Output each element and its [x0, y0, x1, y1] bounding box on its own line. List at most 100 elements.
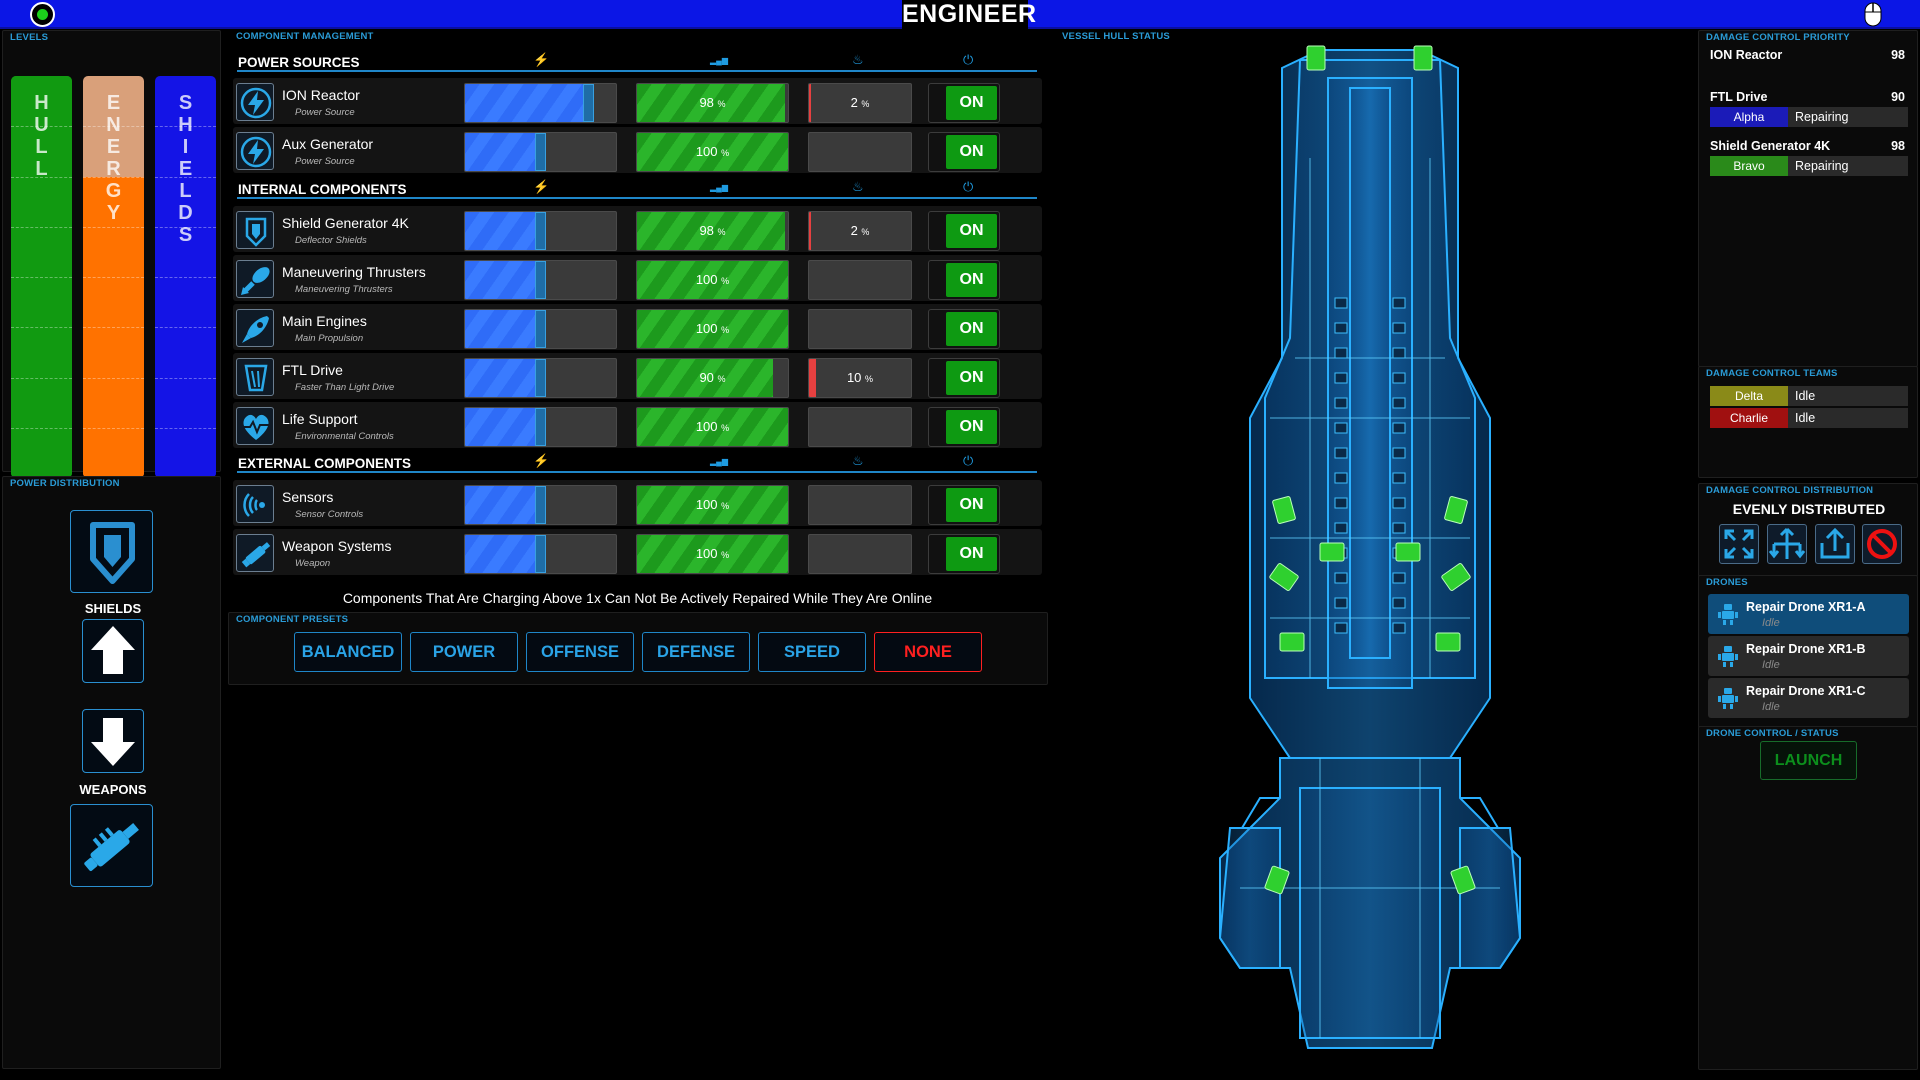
power-slider-fill [465, 535, 541, 573]
power-slider-handle[interactable] [534, 133, 546, 171]
weapons-priority-button[interactable] [70, 804, 153, 887]
power-slider-handle[interactable] [534, 486, 546, 524]
preset-button-none[interactable]: NONE [874, 632, 982, 672]
power-toggle-button[interactable]: ON [928, 358, 1000, 398]
shields-priority-button[interactable] [70, 510, 153, 593]
power-toggle-button[interactable]: ON [928, 260, 1000, 300]
health-unit: % [721, 550, 730, 560]
health-bar-fill [637, 486, 788, 524]
distribute-expand-button[interactable] [1719, 524, 1759, 564]
health-bar-fill [637, 212, 785, 250]
mouse-icon[interactable] [1862, 1, 1884, 28]
power-toggle-label: ON [946, 537, 997, 571]
power-toggle-button[interactable]: ON [928, 534, 1000, 574]
power-toggle-button[interactable]: ON [928, 132, 1000, 172]
level-tick [83, 377, 144, 379]
power-toggle-button[interactable]: ON [928, 309, 1000, 349]
drone-status: Idle [1762, 617, 1780, 629]
fire-icon: ♨ [852, 179, 864, 194]
power-toggle-button[interactable]: ON [928, 485, 1000, 525]
damage-bar [808, 309, 912, 349]
status-led-icon [30, 2, 55, 27]
power-slider[interactable] [464, 83, 617, 123]
power-slider[interactable] [464, 485, 617, 525]
bolt-icon: ⚡ [533, 453, 550, 468]
health-number: 100 [695, 272, 718, 287]
health-value: 100 % [637, 486, 788, 524]
health-unit: % [721, 325, 730, 335]
weapon-icon [84, 823, 139, 871]
fire-icon: ♨ [852, 52, 864, 67]
shift-to-weapons-button[interactable] [82, 709, 144, 773]
launch-button[interactable]: LAUNCH [1760, 741, 1857, 780]
preset-button-balanced[interactable]: BALANCED [294, 632, 402, 672]
power-slider[interactable] [464, 211, 617, 251]
level-tick [155, 377, 216, 379]
priority-item-name[interactable]: FTL Drive [1710, 90, 1768, 104]
section-header: POWER SOURCES⚡▂▄▆♨⏻ [237, 52, 1037, 72]
distribute-split-button[interactable] [1767, 524, 1807, 564]
priority-item-name[interactable]: Shield Generator 4K [1710, 139, 1831, 153]
health-bar: 98 % [636, 211, 789, 251]
power-slider-fill [465, 261, 541, 299]
power-slider-handle[interactable] [534, 535, 546, 573]
power-toggle-button[interactable]: ON [928, 211, 1000, 251]
preset-button-speed[interactable]: SPEED [758, 632, 866, 672]
power-slider[interactable] [464, 260, 617, 300]
health-bar-fill [637, 359, 773, 397]
preset-button-offense[interactable]: OFFENSE [526, 632, 634, 672]
power-toggle-button[interactable]: ON [928, 407, 1000, 447]
team-badge[interactable]: Alpha [1710, 107, 1788, 127]
distribute-none-button[interactable] [1862, 524, 1902, 564]
power-slider[interactable] [464, 132, 617, 172]
level-fill [11, 76, 72, 478]
drone-icon [1716, 644, 1740, 668]
power-slider-handle[interactable] [534, 408, 546, 446]
team-badge[interactable]: Bravo [1710, 156, 1788, 176]
power-slider-fill [465, 133, 541, 171]
component-name: Maneuvering Thrusters [282, 264, 426, 280]
power-slider[interactable] [464, 407, 617, 447]
level-tick [83, 427, 144, 429]
power-slider-handle[interactable] [534, 310, 546, 348]
level-tick [11, 176, 72, 178]
power-slider-handle[interactable] [534, 212, 546, 250]
preset-button-defense[interactable]: DEFENSE [642, 632, 750, 672]
level-tick [11, 126, 72, 128]
team-badge[interactable]: Delta [1710, 386, 1788, 406]
component-name: Weapon Systems [282, 538, 392, 554]
power-toggle-label: ON [946, 361, 997, 395]
power-slider-handle[interactable] [582, 84, 594, 122]
power-toggle-label: ON [946, 135, 997, 169]
rocket-icon [236, 309, 274, 347]
team-badge[interactable]: Charlie [1710, 408, 1788, 428]
health-bar: 100 % [636, 534, 789, 574]
shift-to-shields-button[interactable] [82, 619, 144, 683]
power-slider-handle[interactable] [534, 359, 546, 397]
priority-item-name[interactable]: ION Reactor [1710, 48, 1783, 62]
power-slider[interactable] [464, 358, 617, 398]
power-slider-handle[interactable] [534, 261, 546, 299]
distribute-upload-button[interactable] [1815, 524, 1855, 564]
split-arrows-icon [1768, 527, 1806, 559]
health-bar: 90 % [636, 358, 789, 398]
health-number: 100 [695, 546, 718, 561]
signal-icon: ▂▄▆ [710, 56, 728, 65]
power-slider[interactable] [464, 309, 617, 349]
power-slider-fill [465, 486, 541, 524]
power-toggle-button[interactable]: ON [928, 83, 1000, 123]
preset-button-power[interactable]: POWER [410, 632, 518, 672]
level-tick [155, 277, 216, 278]
power-slider[interactable] [464, 534, 617, 574]
